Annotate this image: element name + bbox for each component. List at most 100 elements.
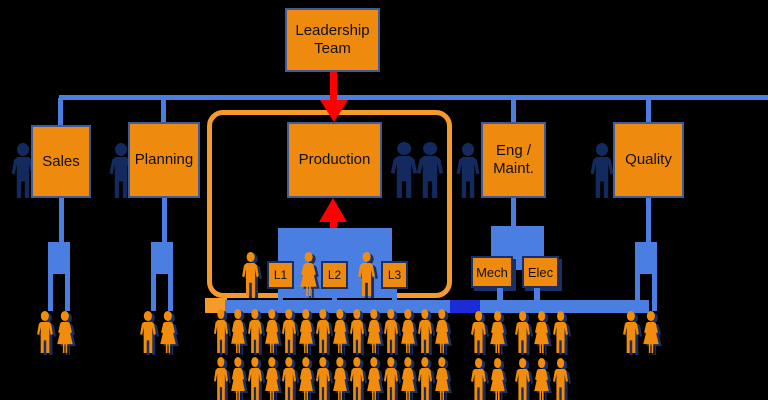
person-icon-m bbox=[417, 309, 436, 355]
eng-drop-line bbox=[511, 198, 516, 226]
person-icon-f bbox=[159, 311, 179, 355]
planning-drop-line bbox=[162, 198, 167, 242]
person-icon-f bbox=[332, 357, 350, 400]
sales-box: Sales bbox=[31, 125, 91, 198]
person-icon-f bbox=[400, 357, 418, 400]
person-icon-m bbox=[281, 309, 300, 355]
silhouette-person-icon bbox=[455, 143, 481, 198]
silhouette-person-icon bbox=[415, 142, 445, 198]
connector-to-eng-maint bbox=[511, 98, 516, 123]
silhouette-person-icon bbox=[589, 143, 615, 198]
sales-team-connector-block bbox=[48, 242, 70, 274]
person-icon-m bbox=[349, 309, 368, 355]
sales-leg-right bbox=[65, 274, 70, 311]
person-icon-f bbox=[434, 357, 452, 400]
person-icon-m bbox=[470, 311, 489, 355]
quality-leg-left bbox=[635, 274, 640, 311]
person-icon-m bbox=[247, 357, 266, 400]
person-icon-m bbox=[315, 309, 334, 355]
red-arrow-up-icon bbox=[319, 198, 347, 222]
person-icon-m bbox=[417, 357, 436, 400]
connector-to-quality bbox=[646, 98, 651, 123]
shift-l2-label: L2 bbox=[327, 268, 342, 282]
person-icon-m bbox=[383, 357, 402, 400]
person-icon-f bbox=[56, 311, 76, 355]
bottom-connector-band bbox=[225, 300, 649, 313]
connector-to-sales bbox=[58, 98, 63, 126]
person-icon-f bbox=[332, 309, 350, 355]
quality-drop-line bbox=[646, 198, 651, 242]
person-icon-m bbox=[514, 358, 533, 400]
mech-label: Mech bbox=[476, 264, 508, 280]
production-box: Production bbox=[287, 122, 382, 198]
person-icon-f bbox=[642, 311, 662, 355]
planning-team-connector-block bbox=[151, 242, 173, 274]
person-icon-f bbox=[533, 311, 552, 355]
person-icon-f bbox=[489, 311, 508, 355]
l2-band-connector bbox=[332, 289, 337, 300]
person-icon-m bbox=[247, 309, 266, 355]
shift-l3-label: L3 bbox=[387, 268, 402, 282]
silhouette-person-icon bbox=[389, 142, 419, 198]
person-icon-m bbox=[241, 252, 262, 298]
person-icon-m bbox=[281, 357, 300, 400]
top-connector-rail bbox=[59, 95, 768, 100]
mech-band-connector bbox=[497, 288, 503, 301]
eng-maint-box: Eng / Maint. bbox=[481, 122, 546, 198]
eng-maint-label: Eng / Maint. bbox=[493, 142, 534, 177]
person-icon-m bbox=[383, 309, 402, 355]
person-icon-f bbox=[533, 358, 552, 400]
person-icon-f bbox=[298, 357, 316, 400]
person-icon-m bbox=[552, 311, 571, 355]
person-icon-m bbox=[622, 311, 642, 355]
shift-l1-box: L1 bbox=[267, 261, 294, 289]
planning-leg-left bbox=[151, 274, 156, 311]
elec-band-connector bbox=[534, 288, 540, 301]
person-icon-f bbox=[264, 309, 282, 355]
sales-label: Sales bbox=[42, 152, 80, 170]
person-icon-f bbox=[264, 357, 282, 400]
quality-team-connector-block bbox=[635, 242, 657, 274]
person-icon-f bbox=[230, 309, 248, 355]
person-icon-m bbox=[357, 252, 378, 298]
person-icon-m bbox=[552, 358, 571, 400]
shift-l3-box: L3 bbox=[381, 261, 408, 289]
person-icon-f bbox=[489, 358, 508, 400]
person-icon-f bbox=[366, 309, 384, 355]
person-icon-f bbox=[230, 357, 248, 400]
elec-box: Elec bbox=[522, 256, 559, 288]
person-icon-f bbox=[434, 309, 452, 355]
silhouette-person-icon bbox=[108, 143, 134, 198]
shift-l1-label: L1 bbox=[273, 268, 288, 282]
person-icon-f bbox=[366, 357, 384, 400]
elec-label: Elec bbox=[527, 264, 554, 280]
person-icon-m bbox=[470, 358, 489, 400]
planning-leg-right bbox=[168, 274, 173, 311]
person-icon-m bbox=[315, 357, 334, 400]
person-icon-m bbox=[36, 311, 56, 355]
l3-band-connector bbox=[392, 289, 397, 300]
sales-leg-left bbox=[48, 274, 53, 311]
planning-box: Planning bbox=[128, 122, 200, 198]
silhouette-person-icon bbox=[10, 143, 36, 198]
person-icon-m bbox=[139, 311, 159, 355]
production-label: Production bbox=[298, 151, 371, 168]
connector-to-planning bbox=[161, 98, 166, 123]
person-icon-m bbox=[349, 357, 368, 400]
mech-box: Mech bbox=[471, 256, 513, 288]
person-icon-m bbox=[213, 309, 232, 355]
leadership-team-label: Leadership Team bbox=[295, 22, 370, 57]
shift-l2-box: L2 bbox=[321, 261, 348, 289]
red-arrow-down-stem bbox=[330, 72, 337, 100]
band-royal-segment bbox=[450, 300, 480, 313]
person-icon-m bbox=[514, 311, 533, 355]
planning-label: Planning bbox=[134, 151, 194, 168]
person-icon-f bbox=[298, 309, 316, 355]
quality-leg-right bbox=[652, 274, 657, 311]
person-icon-f bbox=[400, 309, 418, 355]
leadership-team-box: Leadership Team bbox=[285, 8, 380, 72]
person-icon-f bbox=[299, 252, 320, 298]
person-icon-m bbox=[213, 357, 232, 400]
quality-label: Quality bbox=[625, 151, 672, 168]
